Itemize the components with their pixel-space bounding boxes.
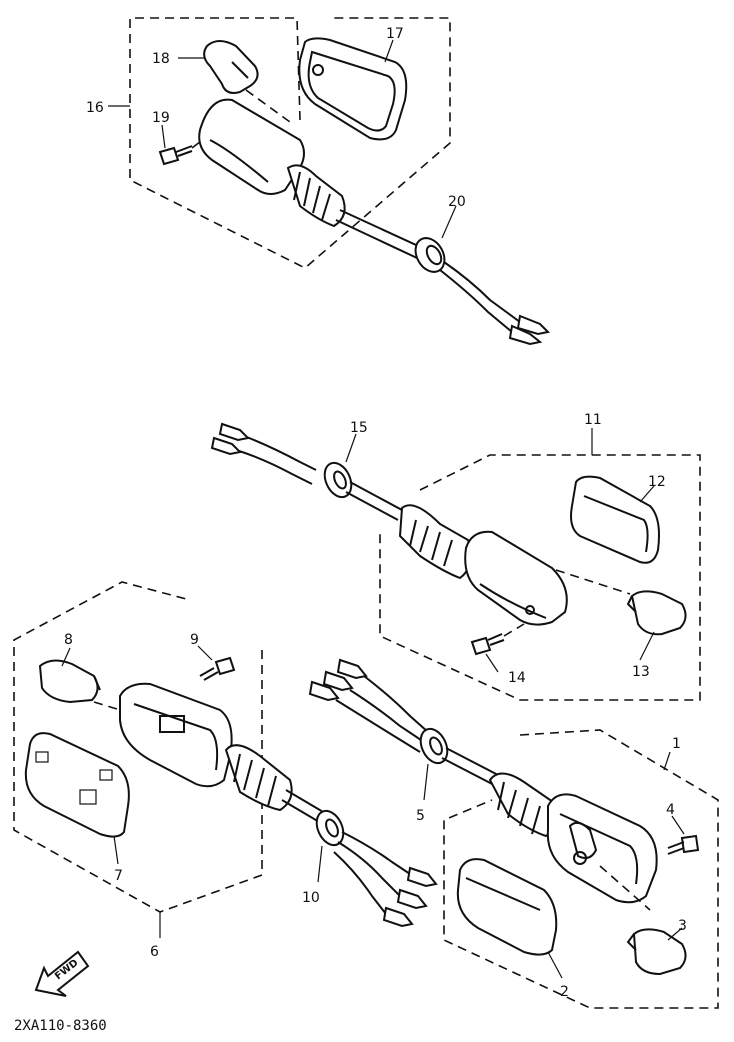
- callout-15: 15: [350, 420, 368, 436]
- callout-7: 7: [114, 868, 123, 884]
- callout-3: 3: [678, 918, 687, 934]
- callout-2: 2: [560, 984, 569, 1000]
- callout-1: 1: [672, 736, 681, 752]
- callout-18: 18: [152, 51, 170, 67]
- housing-6: [119, 682, 331, 827]
- diagram-id: 2XA110-8360: [14, 1018, 107, 1034]
- forward-arrow-icon: FWD: [34, 950, 90, 997]
- assembly-11-front-flasher: 11 12 13 14 15: [210, 412, 701, 701]
- assembly-16-boundary: [129, 17, 451, 269]
- bulb-8: [38, 647, 141, 717]
- assembly-6-boundary: [13, 581, 263, 913]
- grommet-20: [414, 205, 457, 273]
- assembly-11-boundary: [379, 454, 701, 701]
- housing-1: [488, 772, 658, 911]
- housing-11: [398, 504, 631, 626]
- wire-leads-5: [308, 658, 501, 801]
- assembly-16-rear-flasher: 16 17 18 19 20: [86, 17, 551, 346]
- lens-7: [24, 732, 130, 865]
- callout-20: 20: [448, 194, 466, 210]
- lens-2: [456, 858, 563, 979]
- callout-16: 16: [86, 100, 104, 116]
- callout-14: 14: [508, 670, 526, 686]
- screw-19: [158, 124, 206, 166]
- lens-12: [570, 475, 660, 564]
- lens-17: [298, 37, 408, 141]
- housing-16: [198, 98, 441, 266]
- assembly-1-front-flasher: 1 2 3 4 5: [308, 658, 719, 1009]
- callout-4: 4: [666, 802, 675, 818]
- bulb-13: [626, 590, 687, 661]
- callout-10: 10: [302, 890, 320, 906]
- callout-6: 6: [150, 944, 159, 960]
- callout-12: 12: [648, 474, 666, 490]
- callout-5: 5: [416, 808, 425, 824]
- wire-leads-15: [210, 422, 403, 521]
- callout-13: 13: [632, 664, 650, 680]
- callout-11: 11: [584, 412, 602, 428]
- assembly-1-boundary: [443, 729, 719, 1009]
- callout-8: 8: [64, 632, 73, 648]
- wire-leads-20: [439, 261, 551, 346]
- bulb-3: [626, 927, 687, 976]
- callout-9: 9: [190, 632, 199, 648]
- bulb-18: [178, 40, 291, 123]
- screw-4: [667, 815, 700, 855]
- assembly-6-rear-flasher: 6 7 8 9 10: [13, 581, 438, 960]
- grommet-10: [315, 809, 438, 928]
- callout-17: 17: [386, 26, 404, 42]
- screw-9: [197, 645, 236, 681]
- callout-19: 19: [152, 110, 170, 126]
- screw-14: [470, 623, 525, 673]
